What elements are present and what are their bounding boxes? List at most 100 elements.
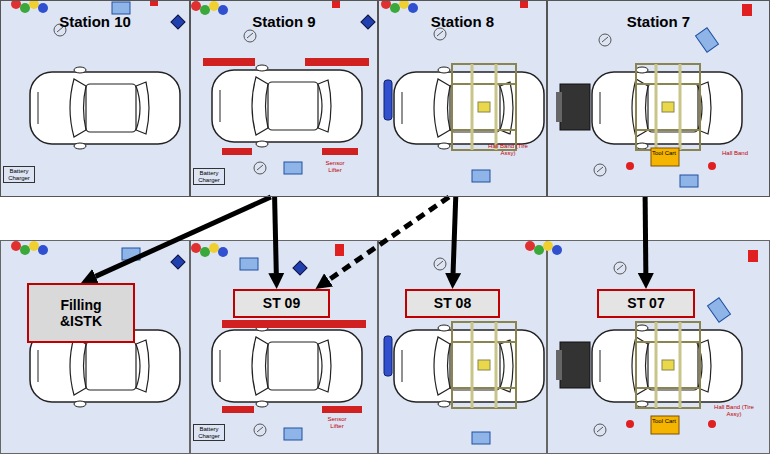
equipment-label: Battery Charger [193,168,225,185]
station-equipment [708,298,731,322]
station-equipment [680,175,698,187]
station-floor [548,1,770,197]
station-tag: Filling &ISTK [27,283,135,343]
fixture-frame [560,342,590,388]
station-equipment [191,243,228,257]
station-title: Station 8 [431,13,494,30]
tool-cart-marker [708,420,716,428]
sensor-lifter-bar [222,148,252,155]
equipment-label: Battery Charger [3,166,35,183]
station-label: ST 08 [434,295,471,311]
tool-cart-marker [708,162,716,170]
sensor-lifter-bar [203,58,255,66]
fixture-frame [452,322,516,408]
car-illustration [394,325,544,407]
station-panel: Station 7 [547,0,770,197]
station-equipment [171,15,185,29]
station-equipment [384,80,392,120]
fixture-frame [636,64,700,150]
tool-cart-marker [626,420,634,428]
station-equipment [335,244,344,256]
station-tag: ST 09 [233,289,330,318]
flow-arrow [96,197,271,276]
station-equipment [614,262,626,274]
sensor-lifter-bar [222,320,366,328]
fixture-frame [556,350,562,380]
station-equipment [472,432,490,444]
sensor-lifter-bar [322,406,362,413]
station-equipment [742,4,752,16]
station-equipment [254,424,266,436]
station-equipment [254,162,266,174]
station-equipment [284,428,302,440]
tool-cart-marker [651,148,679,166]
fixture-frame [452,64,516,150]
station-equipment [594,424,606,436]
station-floor [1,1,190,197]
station-equipment [11,0,758,444]
tool-cart-marker [626,162,634,170]
station-label: ST 09 [263,295,300,311]
station-equipment [240,258,258,270]
station-equipment [332,0,340,8]
station-equipment [696,28,719,52]
station-equipment [244,30,256,42]
station-equipment [284,162,302,174]
station-equipment [472,170,490,182]
station-equipment [171,255,185,269]
station-equipment [434,258,446,270]
station-floor [379,241,547,454]
station-floor [1,241,190,454]
flow-arrow [643,197,649,273]
equipment-label: Hall Band (Tire Assy) [486,143,530,156]
car-illustration [212,65,362,147]
station-label: Filling &ISTK [41,297,121,329]
sensor-lifter-bar [305,58,369,66]
station-equipment [525,241,562,255]
station-equipment [748,250,758,262]
sensor-lifter-bar [322,148,358,155]
station-equipment [520,0,528,8]
fixture-frame [452,64,700,408]
station-title: Station 10 [59,13,131,30]
station-equipment [599,34,611,46]
flow-arrow [275,197,277,273]
car-illustration [394,67,544,149]
flow-arrow [329,197,449,280]
station-floor [379,1,547,197]
sensor-lifter-bar [222,406,254,413]
station-equipment [112,2,130,14]
equipment-label: Hall Band (Tire Assy) [712,404,756,417]
station-label: ST 07 [627,295,664,311]
station-equipment [384,336,392,376]
fixture-frame [556,92,562,122]
station-equipment [594,164,606,176]
equipment-label: Battery Charger [193,424,225,441]
station-title: Station 9 [252,13,315,30]
station-equipment [191,1,228,15]
fixture-frame [560,84,590,130]
equipment-label: Sensor Lifter [322,416,352,429]
tool-cart-marker [651,416,679,434]
station-tag: ST 08 [405,289,500,318]
station-floor [191,241,378,454]
station-equipment [11,0,48,13]
station-equipment [381,0,418,13]
car-illustration [30,67,180,149]
station-equipment [361,15,375,29]
station-tag: ST 07 [597,289,695,318]
sensor-lifter-bar [203,58,369,413]
station-equipment [11,241,48,255]
fixture-frame [636,322,700,408]
flow-arrow [453,197,456,273]
station-panel: Station 8 [378,0,547,197]
station-equipment [293,261,307,275]
station-title: Station 7 [627,13,690,30]
car-illustration [212,325,362,407]
equipment-label: Hall Band [722,150,748,157]
equipment-label: Sensor Lifter [320,160,350,173]
equipment-label: Tool Cart [652,150,676,157]
